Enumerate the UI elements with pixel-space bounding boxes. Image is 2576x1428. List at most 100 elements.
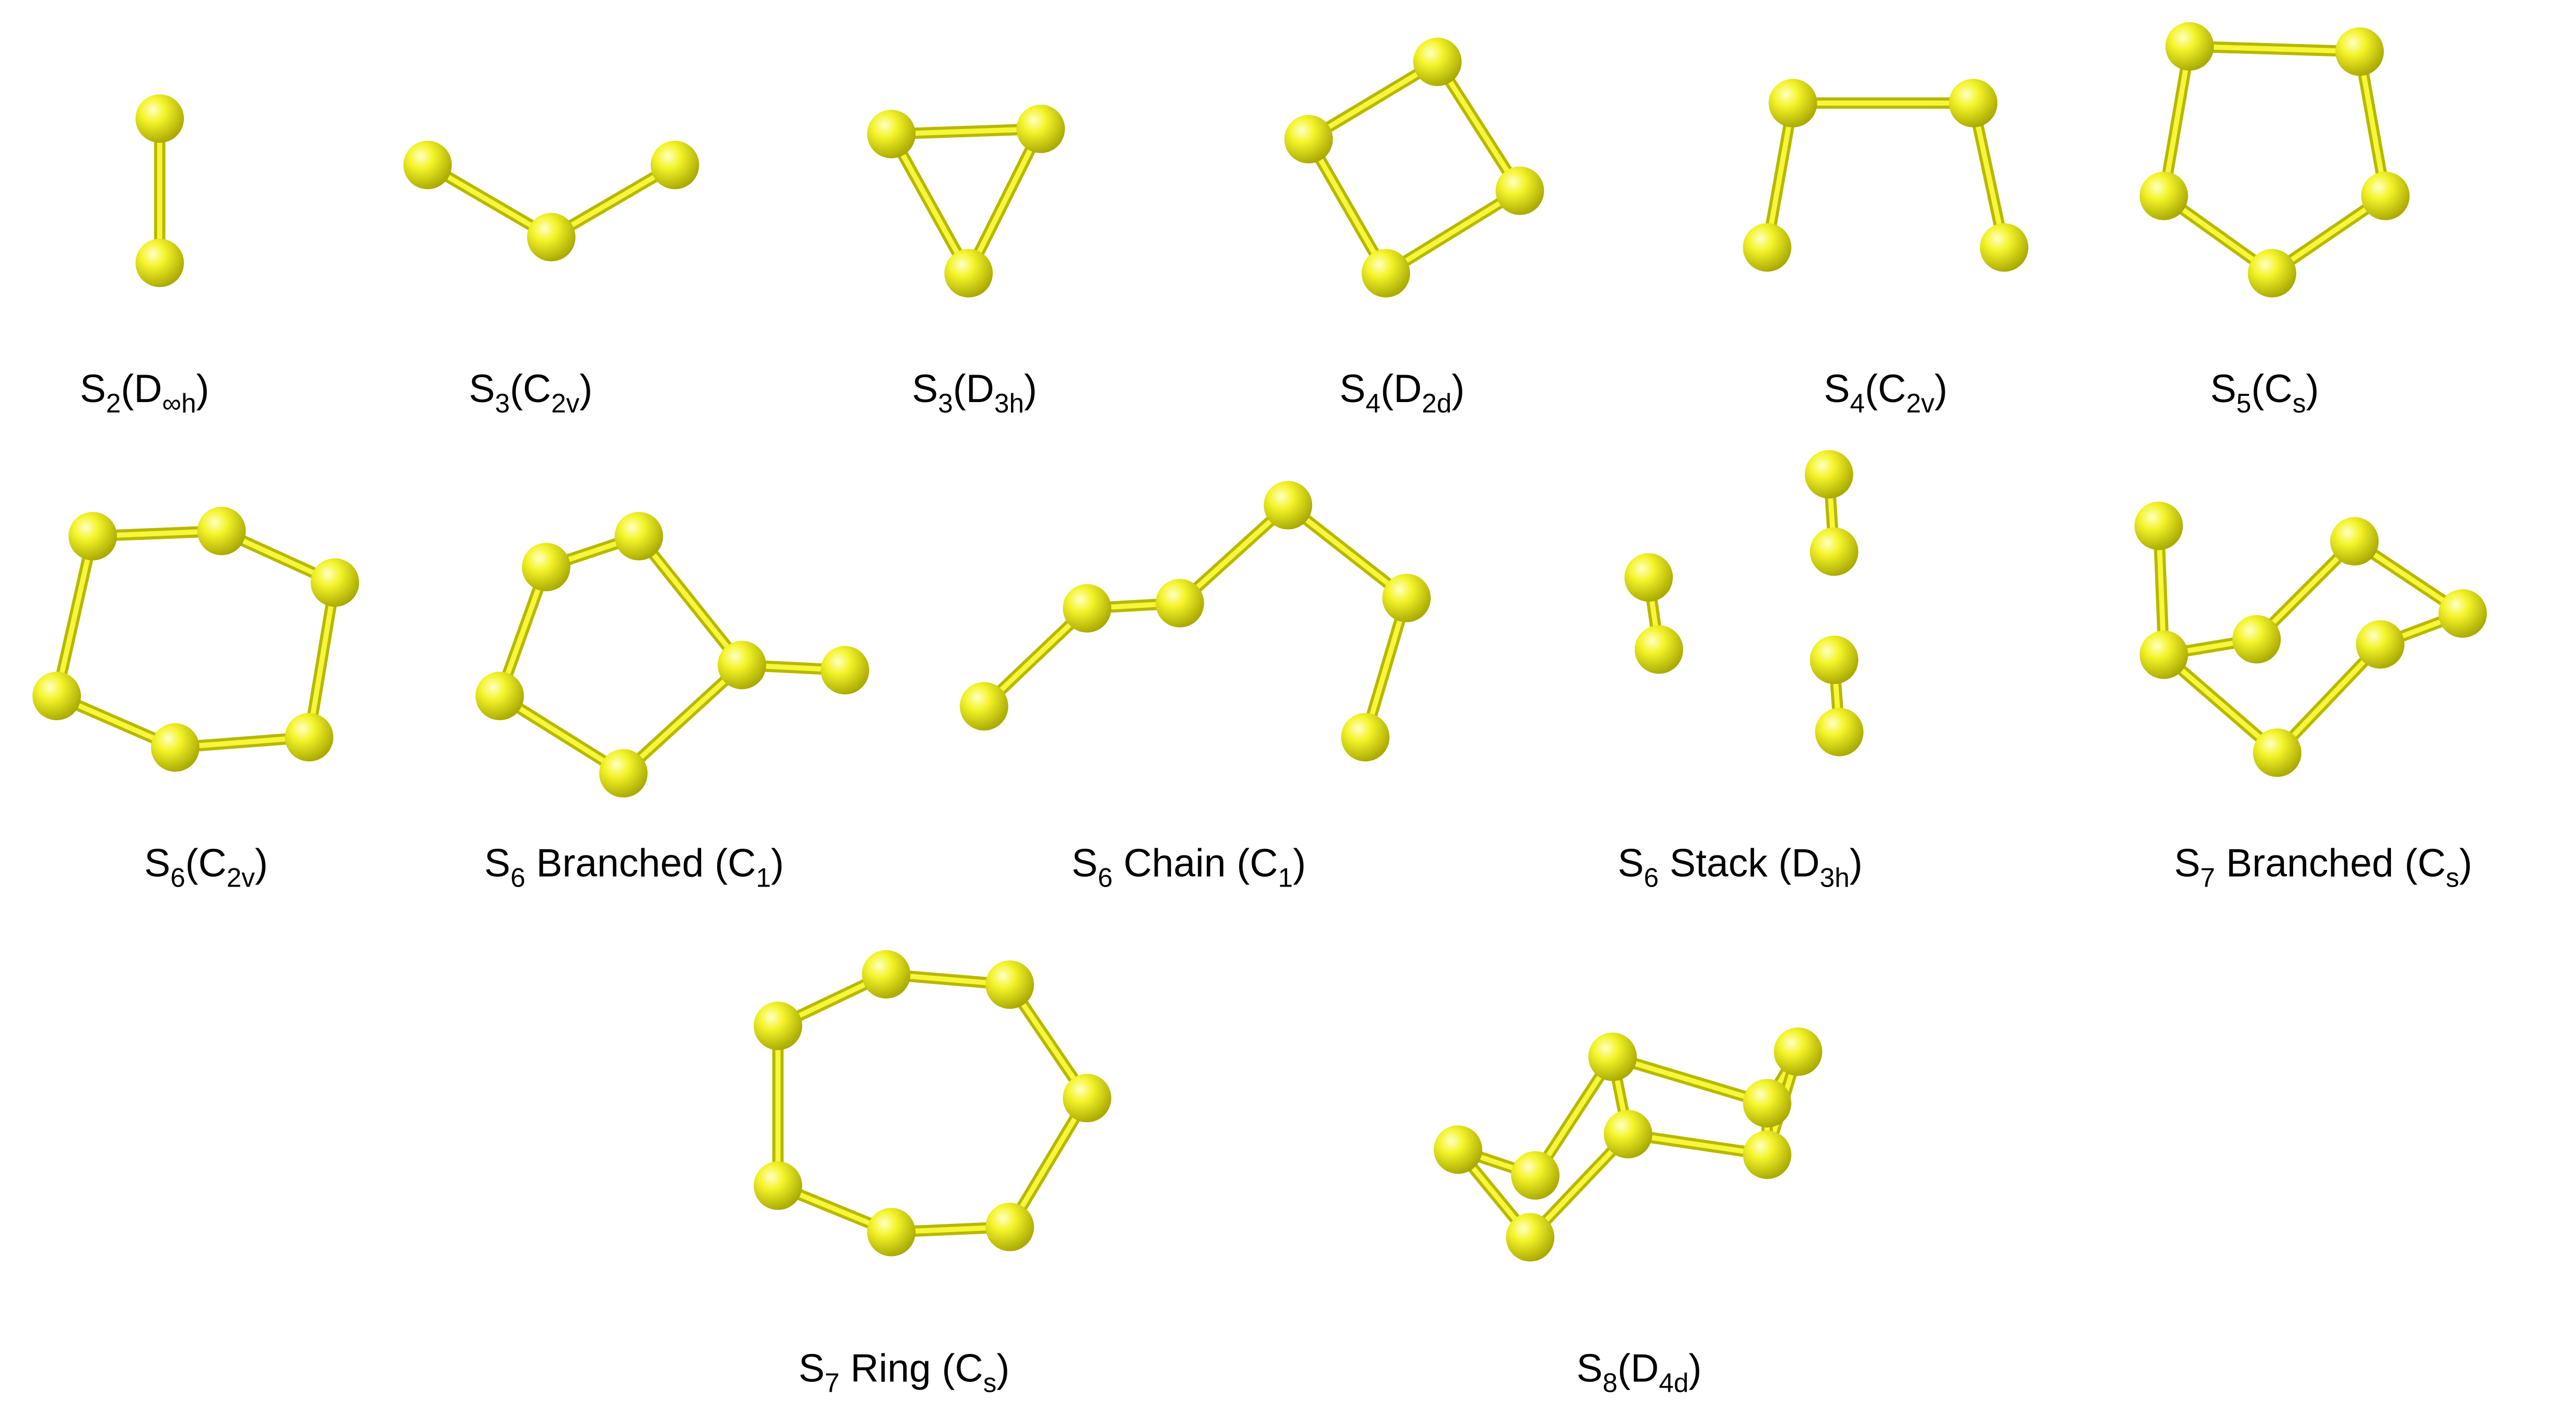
sulfur-atom xyxy=(985,960,1034,1009)
bond-highlight xyxy=(497,693,626,776)
sulfur-atom xyxy=(135,238,184,288)
caption-s6-stack-d3h: S6 Stack (D3h) xyxy=(1618,841,1862,892)
bond-highlight xyxy=(54,533,95,699)
sulfur-atom xyxy=(1016,104,1065,153)
sulfur-atom xyxy=(68,511,117,561)
sulfur-atom xyxy=(820,646,870,695)
bond-highlight xyxy=(621,662,745,776)
bond-highlight xyxy=(1306,59,1440,142)
sulfur-atom xyxy=(151,723,200,772)
sulfur-atom xyxy=(2139,630,2188,679)
sulfur-atom xyxy=(1063,584,1112,633)
structure-s3-d3h: S3(D3h) xyxy=(867,104,1065,418)
sulfur-atom xyxy=(1949,79,1998,127)
molecule-s6-chain xyxy=(960,481,1431,762)
structure-s4-d2d: S4(D2d) xyxy=(1284,37,1544,418)
sulfur-atom xyxy=(599,749,648,798)
sulfur-atom xyxy=(753,1002,802,1050)
molecule-s6-stack xyxy=(1624,450,1864,756)
bond-highlight xyxy=(1764,101,1796,250)
caption-s6-branched-c1: S6 Branched (C1) xyxy=(485,841,784,892)
bond-highlight xyxy=(1970,101,2007,250)
caption-s4-c2v: S4(C2v) xyxy=(1824,367,1947,418)
structure-s7-ring-cs: S7 Ring (Cs) xyxy=(753,950,1112,1397)
bond-highlight xyxy=(2187,44,2362,54)
sulfur-atom xyxy=(1774,1027,1823,1076)
sulfur-atom xyxy=(2134,502,2183,550)
sulfur-atom xyxy=(1361,249,1411,298)
sulfur-atom xyxy=(1980,223,2029,272)
sulfur-atom xyxy=(1284,115,1333,164)
structure-s7-branched-cs: S7 Branched (Cs) xyxy=(2134,502,2487,892)
sulfur-atom xyxy=(32,672,81,720)
sulfur-atom xyxy=(1810,527,1859,576)
sulfur-atom xyxy=(522,542,571,592)
sulfur-atom xyxy=(403,140,452,190)
sulfur-atom xyxy=(1433,1125,1483,1174)
structure-s8-d4d: S8(D4d) xyxy=(1433,1027,1823,1397)
sulfur-atom xyxy=(944,249,993,298)
sulfur-atom xyxy=(2247,249,2297,298)
bond-highlight xyxy=(1177,503,1291,606)
molecule-s7-ring xyxy=(753,950,1112,1256)
sulfur-atom xyxy=(650,140,700,190)
sulfur-atom xyxy=(2232,615,2281,664)
sulfur-atom xyxy=(1815,708,1864,756)
sulfur-atom xyxy=(2361,172,2410,220)
sulfur-atom xyxy=(1263,481,1313,530)
molecule-s4-ring xyxy=(1284,37,1544,298)
structure-s2-dinfh: S2(D∞h) xyxy=(80,94,209,418)
sulfur-atom xyxy=(475,672,524,720)
caption-s2-dinfh: S2(D∞h) xyxy=(80,367,209,418)
bond-highlight xyxy=(1306,136,1389,276)
caption-s6-chain-c1: S6 Chain (C1) xyxy=(1072,841,1306,892)
sulfur-atom xyxy=(1743,223,1791,272)
caption-s6-c2v: S6(C2v) xyxy=(144,841,268,892)
caption-s7-ring-cs: S7 Ring (Cs) xyxy=(799,1347,1009,1397)
sulfur-atom xyxy=(615,511,663,561)
bond-highlight xyxy=(1610,1054,1770,1106)
molecule-s8-crown xyxy=(1433,1027,1823,1262)
sulfur-atom xyxy=(1634,625,1684,674)
bond-highlight xyxy=(1383,188,1522,276)
molecule-s3-bent xyxy=(403,140,700,262)
structure-s3-c2v: S3(C2v) xyxy=(403,140,700,418)
bond-highlight xyxy=(889,126,1044,137)
sulfur-atom xyxy=(753,1161,802,1210)
sulfur-atom xyxy=(2139,172,2188,220)
sulfur-atom xyxy=(284,713,334,762)
caption-s3-d3h: S3(D3h) xyxy=(912,367,1037,418)
sulfur-atom xyxy=(717,640,766,690)
sulfur-atom xyxy=(2165,22,2214,71)
molecule-s6-branched xyxy=(475,511,870,798)
sulfur-atom xyxy=(197,507,246,555)
molecule-s5-ring xyxy=(2139,22,2410,298)
sulfur-atom xyxy=(1496,166,1544,215)
sulfur-atom xyxy=(2438,589,2487,638)
sulfur-atom xyxy=(867,1208,916,1256)
bond-highlight xyxy=(2161,652,2280,755)
caption-s8-d4d: S8(D4d) xyxy=(1576,1347,1702,1397)
caption-s5-cs: S5(Cs) xyxy=(2210,367,2319,418)
sulfur-atom xyxy=(1624,553,1673,602)
sulfur-atom xyxy=(985,1203,1034,1251)
sulfur-atom xyxy=(1743,1079,1791,1127)
bond-highlight xyxy=(1434,59,1522,194)
bond-highlight xyxy=(2274,641,2383,755)
structure-s6-stack-d3h: S6 Stack (D3h) xyxy=(1618,450,1864,892)
structure-s6-chain-c1: S6 Chain (C1) xyxy=(960,481,1431,892)
bond-highlight xyxy=(2161,44,2193,199)
sulfur-atom xyxy=(1413,37,1462,87)
sulfur-atom xyxy=(135,94,184,143)
sulfur-atom xyxy=(1603,1110,1653,1159)
molecule-s2 xyxy=(135,94,184,288)
bond-highlight xyxy=(1285,503,1410,601)
sulfur-atom xyxy=(1511,1151,1560,1200)
sulfur-atom xyxy=(1155,579,1204,627)
molecule-s3-ring xyxy=(867,104,1065,298)
sulfur-atom xyxy=(1588,1032,1637,1081)
sulfur-atom xyxy=(867,109,916,159)
sulfur-atom xyxy=(2330,517,2379,566)
molecule-s7-branched xyxy=(2134,502,2487,777)
